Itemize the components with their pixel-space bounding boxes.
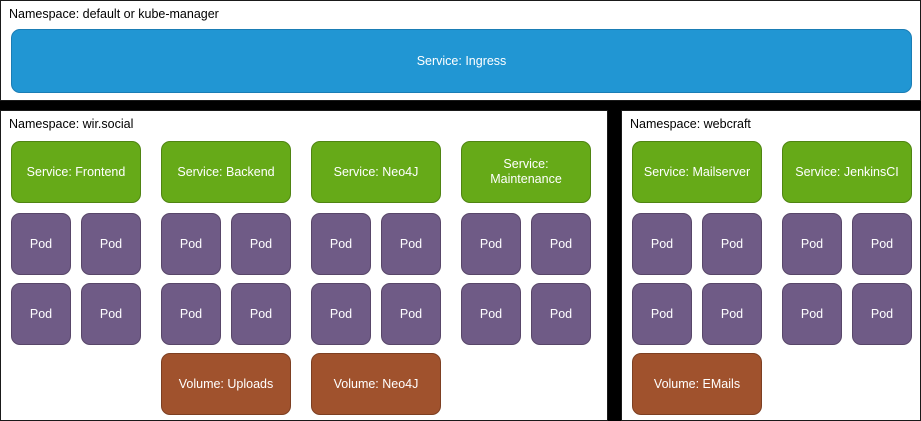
pod-node[interactable]: Pod <box>852 283 912 345</box>
pod-node[interactable]: Pod <box>381 213 441 275</box>
pod-node[interactable]: Pod <box>702 213 762 275</box>
namespace-label-webcraft: Namespace: webcraft <box>630 117 751 131</box>
pod-node[interactable]: Pod <box>632 283 692 345</box>
volume-node-neo4j[interactable]: Volume: Neo4J <box>311 353 441 415</box>
pod-node[interactable]: Pod <box>81 283 141 345</box>
namespace-panel-wir-social: Namespace: wir.social Service: Frontend … <box>0 110 608 421</box>
volume-node-uploads[interactable]: Volume: Uploads <box>161 353 291 415</box>
pod-node[interactable]: Pod <box>161 213 221 275</box>
pod-node[interactable]: Pod <box>231 283 291 345</box>
namespace-panel-default: Namespace: default or kube-manager Servi… <box>0 0 921 101</box>
pod-node[interactable]: Pod <box>702 283 762 345</box>
pod-node[interactable]: Pod <box>161 283 221 345</box>
service-node-jenkinsci[interactable]: Service: JenkinsCI <box>782 141 912 203</box>
pod-node[interactable]: Pod <box>461 283 521 345</box>
service-node-ingress[interactable]: Service: Ingress <box>11 29 912 93</box>
pod-node[interactable]: Pod <box>531 283 591 345</box>
pod-node[interactable]: Pod <box>231 213 291 275</box>
service-node-backend[interactable]: Service: Backend <box>161 141 291 203</box>
pod-node[interactable]: Pod <box>852 213 912 275</box>
pod-node[interactable]: Pod <box>81 213 141 275</box>
pod-node[interactable]: Pod <box>311 283 371 345</box>
pod-node[interactable]: Pod <box>531 213 591 275</box>
pod-node[interactable]: Pod <box>461 213 521 275</box>
pod-node[interactable]: Pod <box>311 213 371 275</box>
pod-node[interactable]: Pod <box>632 213 692 275</box>
pod-node[interactable]: Pod <box>782 283 842 345</box>
service-node-mailserver[interactable]: Service: Mailserver <box>632 141 762 203</box>
pod-node[interactable]: Pod <box>11 283 71 345</box>
namespace-panel-webcraft: Namespace: webcraft Service: Mailserver … <box>621 110 921 421</box>
namespace-label-wir-social: Namespace: wir.social <box>9 117 134 131</box>
volume-node-emails[interactable]: Volume: EMails <box>632 353 762 415</box>
pod-node[interactable]: Pod <box>381 283 441 345</box>
service-node-maintenance[interactable]: Service: Maintenance <box>461 141 591 203</box>
service-node-neo4j[interactable]: Service: Neo4J <box>311 141 441 203</box>
service-node-frontend[interactable]: Service: Frontend <box>11 141 141 203</box>
pod-node[interactable]: Pod <box>11 213 71 275</box>
namespace-label-default: Namespace: default or kube-manager <box>9 7 219 21</box>
pod-node[interactable]: Pod <box>782 213 842 275</box>
